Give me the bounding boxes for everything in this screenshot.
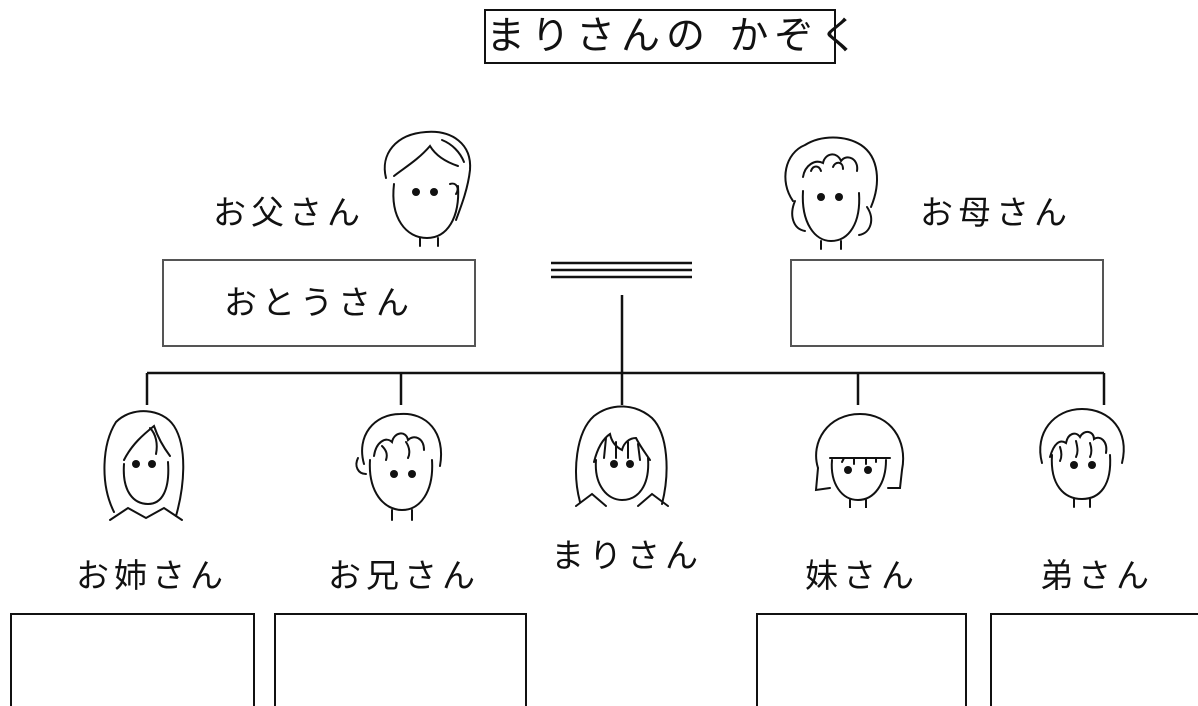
page-title: まりさんの かぞく [484, 9, 858, 64]
father-answer-text: おとうさん [224, 283, 414, 322]
father-answer-box[interactable]: おとうさん [162, 259, 476, 347]
mari-face-icon [575, 405, 669, 507]
older-brother-face-icon [355, 412, 443, 521]
younger-sister-label: 妹さん [805, 556, 919, 595]
father-label: お父さん [213, 193, 365, 232]
father-face-icon [383, 130, 472, 247]
younger-brother-face-icon [1039, 407, 1125, 508]
older-brother-answer-box[interactable] [274, 613, 527, 706]
older-sister-label: お姉さん [76, 556, 228, 595]
older-sister-face-icon [103, 410, 185, 521]
younger-brother-label: 弟さん [1040, 556, 1154, 595]
older-sister-answer-box[interactable] [10, 613, 255, 706]
younger-brother-answer-box[interactable] [990, 613, 1198, 706]
younger-sister-face-icon [814, 412, 905, 508]
mari-label: まりさん [551, 536, 703, 575]
mother-face-icon [784, 136, 878, 250]
mother-label: お母さん [920, 193, 1072, 232]
younger-sister-answer-box[interactable] [756, 613, 967, 706]
older-brother-label: お兄さん [328, 556, 480, 595]
mother-answer-box[interactable] [790, 259, 1104, 347]
